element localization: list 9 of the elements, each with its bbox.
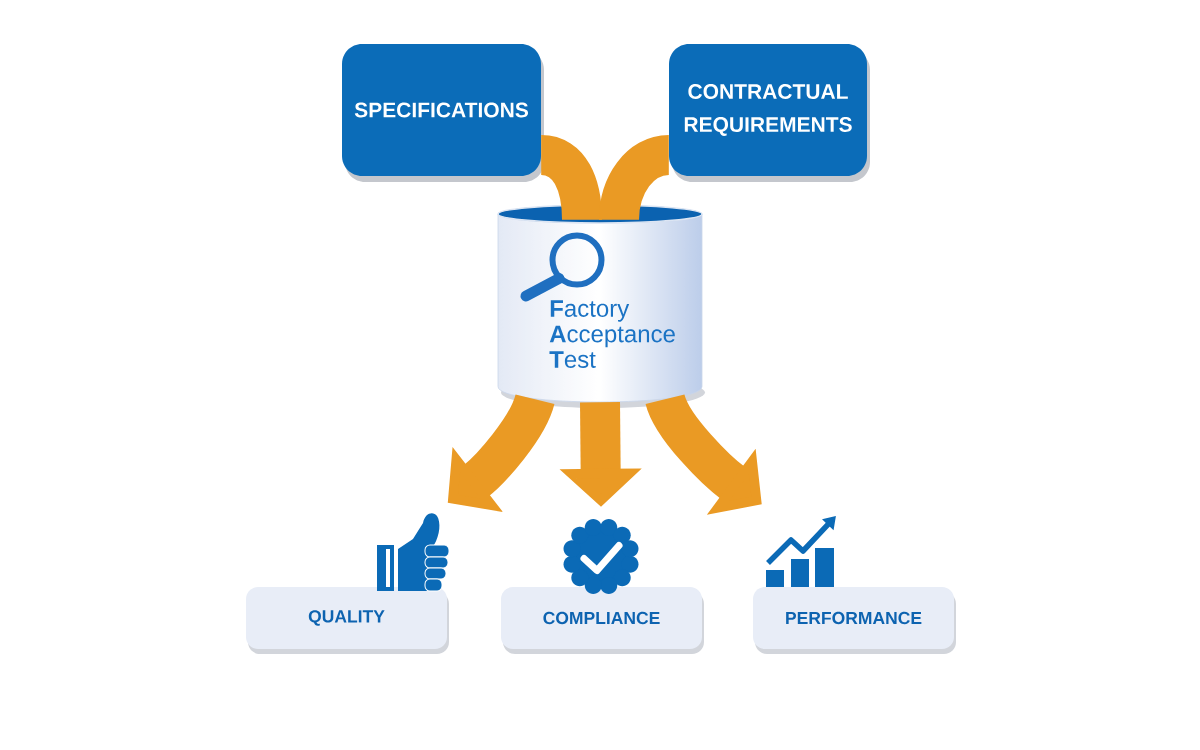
rounded-box: PERFORMANCE	[753, 587, 956, 654]
bar-chart-icon	[766, 516, 836, 587]
check-badge-icon	[563, 519, 639, 594]
cylinder: Factory Acceptance Test	[497, 204, 705, 408]
rounded-box: QUALITY	[246, 587, 449, 654]
rounded-box: SPECIFICATIONS	[342, 44, 544, 182]
rounded-box: COMPLIANCE	[501, 587, 704, 654]
thumbs-up-icon	[377, 513, 450, 592]
rounded-box: CONTRACTUAL REQUIREMENTS	[669, 44, 870, 182]
